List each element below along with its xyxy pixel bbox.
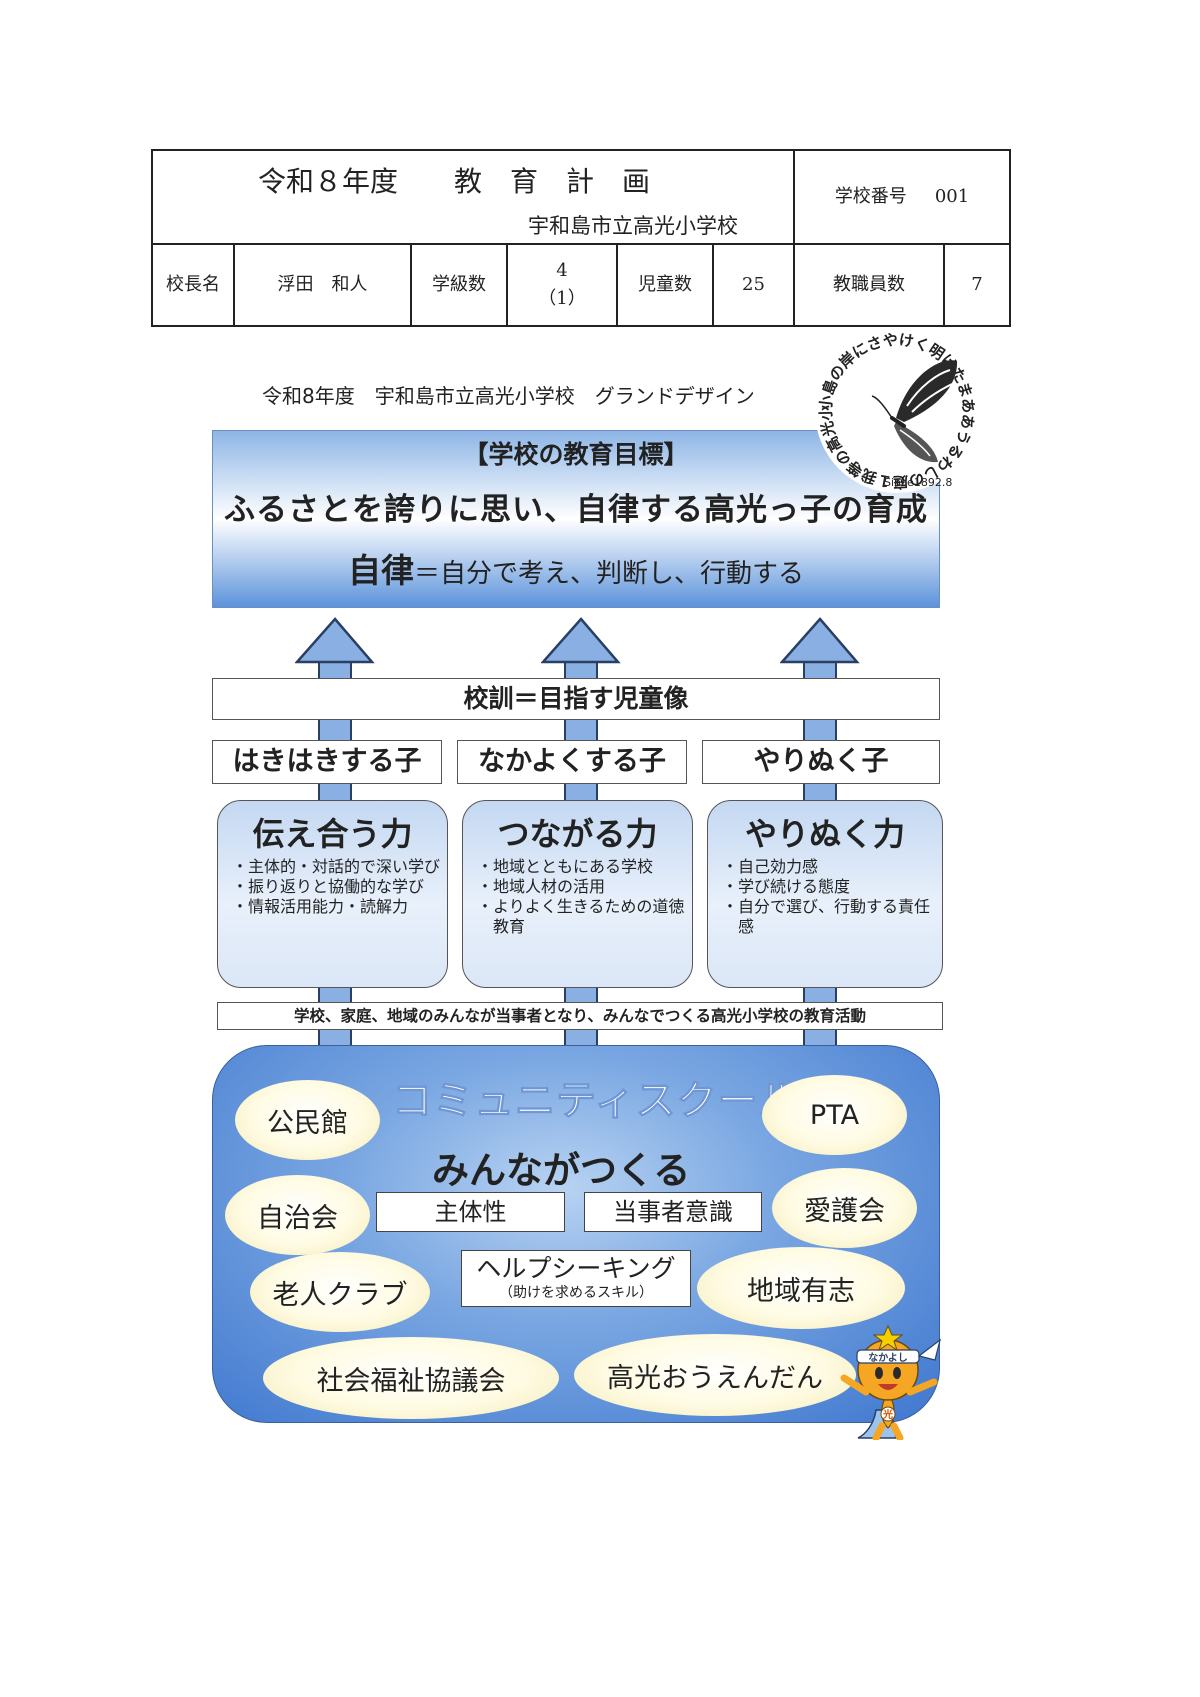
plan-title: 令和８年度 教 育 計 画 [258, 165, 651, 198]
school-number-label: 学校番号 [834, 186, 907, 208]
group-ellipse: 自治会 [225, 1175, 370, 1255]
help-seeking-note: （助けを求めるスキル） [499, 1285, 653, 1301]
child-image-1: はきはきする子 [212, 740, 442, 784]
up-arrow-icon [780, 617, 860, 664]
power-title: つながる力 [497, 815, 658, 853]
community-main-text: みんながつくる [432, 1149, 691, 1192]
list-item: 学び続ける態度 [726, 877, 942, 897]
power-list: 地域とともにある学校 地域人材の活用 よりよく生きるための道徳教育 [481, 857, 692, 937]
power-title: 伝え合う力 [252, 815, 413, 853]
plan-header-table [151, 149, 1011, 327]
table-divider [151, 243, 1011, 245]
power-box: つながる力 地域とともにある学校 地域人材の活用 よりよく生きるための道徳教育 [462, 800, 693, 988]
group-ellipse: 地域有志 [697, 1247, 905, 1329]
group-ellipse: 社会福祉協議会 [263, 1337, 559, 1419]
child-image-3: やりぬく子 [702, 740, 940, 784]
keyword-box: 主体性 [376, 1192, 565, 1232]
students-value: 25 [742, 274, 765, 296]
classes-value: 4 [556, 260, 568, 282]
group-ellipse: 高光おうえんだん [574, 1334, 856, 1416]
school-number-value: 001 [934, 186, 970, 208]
child-image-2: なかよくする子 [457, 740, 687, 784]
list-item: 自分で選び、行動する責任感 [726, 897, 942, 937]
goal-main-text: ふるさとを誇りに思い、自律する高光っ子の育成 [224, 492, 928, 528]
classes-note: （1） [538, 288, 586, 309]
up-arrow-icon [541, 617, 621, 664]
goal-term: 自律 [347, 551, 414, 590]
table-divider [712, 243, 714, 327]
keyword-box: 当事者意識 [584, 1192, 762, 1232]
up-arrow-icon [295, 617, 375, 664]
goal-definition: ＝自分で考え、判断し、行動する [413, 559, 804, 589]
staff-label: 教職員数 [833, 274, 905, 296]
power-box: やりぬく力 自己効力感 学び続ける態度 自分で選び、行動する責任感 [707, 800, 943, 988]
list-item: 地域人材の活用 [481, 877, 692, 897]
table-divider [233, 243, 235, 327]
help-seeking-box: ヘルプシーキング （助けを求めるスキル） [461, 1250, 691, 1307]
emblem-since: Since1892.8 [884, 476, 952, 489]
education-goal-box: 【学校の教育目標】 ふるさとを誇りに思い、自律する高光っ子の育成 自律＝自分で考… [212, 430, 940, 608]
group-ellipse: PTA [762, 1075, 907, 1155]
butterfly-icon [871, 360, 958, 463]
table-divider [410, 243, 412, 327]
group-ellipse: 愛護会 [772, 1168, 917, 1248]
table-divider [506, 243, 508, 327]
goal-heading: 【学校の教育目標】 [463, 440, 689, 469]
list-item: よりよく生きるための道徳教育 [481, 897, 692, 937]
school-motto: 校訓＝目指す児童像 [212, 678, 940, 720]
school-name: 宇和島市立高光小学校 [528, 214, 738, 238]
list-item: 振り返りと協働的な学び [236, 877, 447, 897]
principal-label: 校長名 [166, 274, 220, 296]
mascot-character: なかよし 光 [840, 1324, 941, 1440]
power-list: 自己効力感 学び続ける態度 自分で選び、行動する責任感 [726, 857, 942, 937]
mascot-badge-text: 光 [882, 1408, 893, 1421]
power-list: 主体的・対話的で深い学び 振り返りと協働的な学び 情報活用能力・読解力 [236, 857, 447, 917]
staff-value: 7 [971, 274, 983, 296]
power-box: 伝え合う力 主体的・対話的で深い学び 振り返りと協働的な学び 情報活用能力・読解… [217, 800, 448, 988]
mascot-headband-text: なかよし [868, 1352, 908, 1364]
grand-design-title: 令和8年度 宇和島市立高光小学校 グランドデザイン [262, 384, 755, 408]
list-item: 情報活用能力・読解力 [236, 897, 447, 917]
list-item: 主体的・対話的で深い学び [236, 857, 447, 877]
list-item: 地域とともにある学校 [481, 857, 692, 877]
classes-label: 学級数 [432, 274, 486, 296]
principal-name: 浮田 和人 [277, 274, 368, 296]
table-divider [616, 243, 618, 327]
help-seeking-label: ヘルプシーキング [476, 1254, 676, 1283]
classes-value-cell: 4 （1） [508, 245, 616, 325]
education-activity-band: 学校、家庭、地域のみんなが当事者となり、みんなでつくる高光小学校の教育活動 [217, 1002, 943, 1030]
group-ellipse: 公民館 [235, 1080, 380, 1160]
list-item: 自己効力感 [726, 857, 942, 877]
goal-definition-line: 自律＝自分で考え、判断し、行動する [213, 544, 939, 592]
group-ellipse: 老人クラブ [250, 1252, 430, 1332]
power-title: やりぬく力 [744, 815, 905, 853]
community-school-title: コミュニティスクール [392, 1078, 800, 1125]
table-divider [943, 243, 945, 327]
table-divider [793, 149, 795, 327]
school-emblem-seal: 小島の岸にさやけく明けたまああうるわしの庭１我等の高光小学校 Since1892… [812, 326, 979, 493]
school-number-cell: 学校番号 001 [795, 151, 1009, 243]
students-label: 児童数 [638, 274, 692, 296]
